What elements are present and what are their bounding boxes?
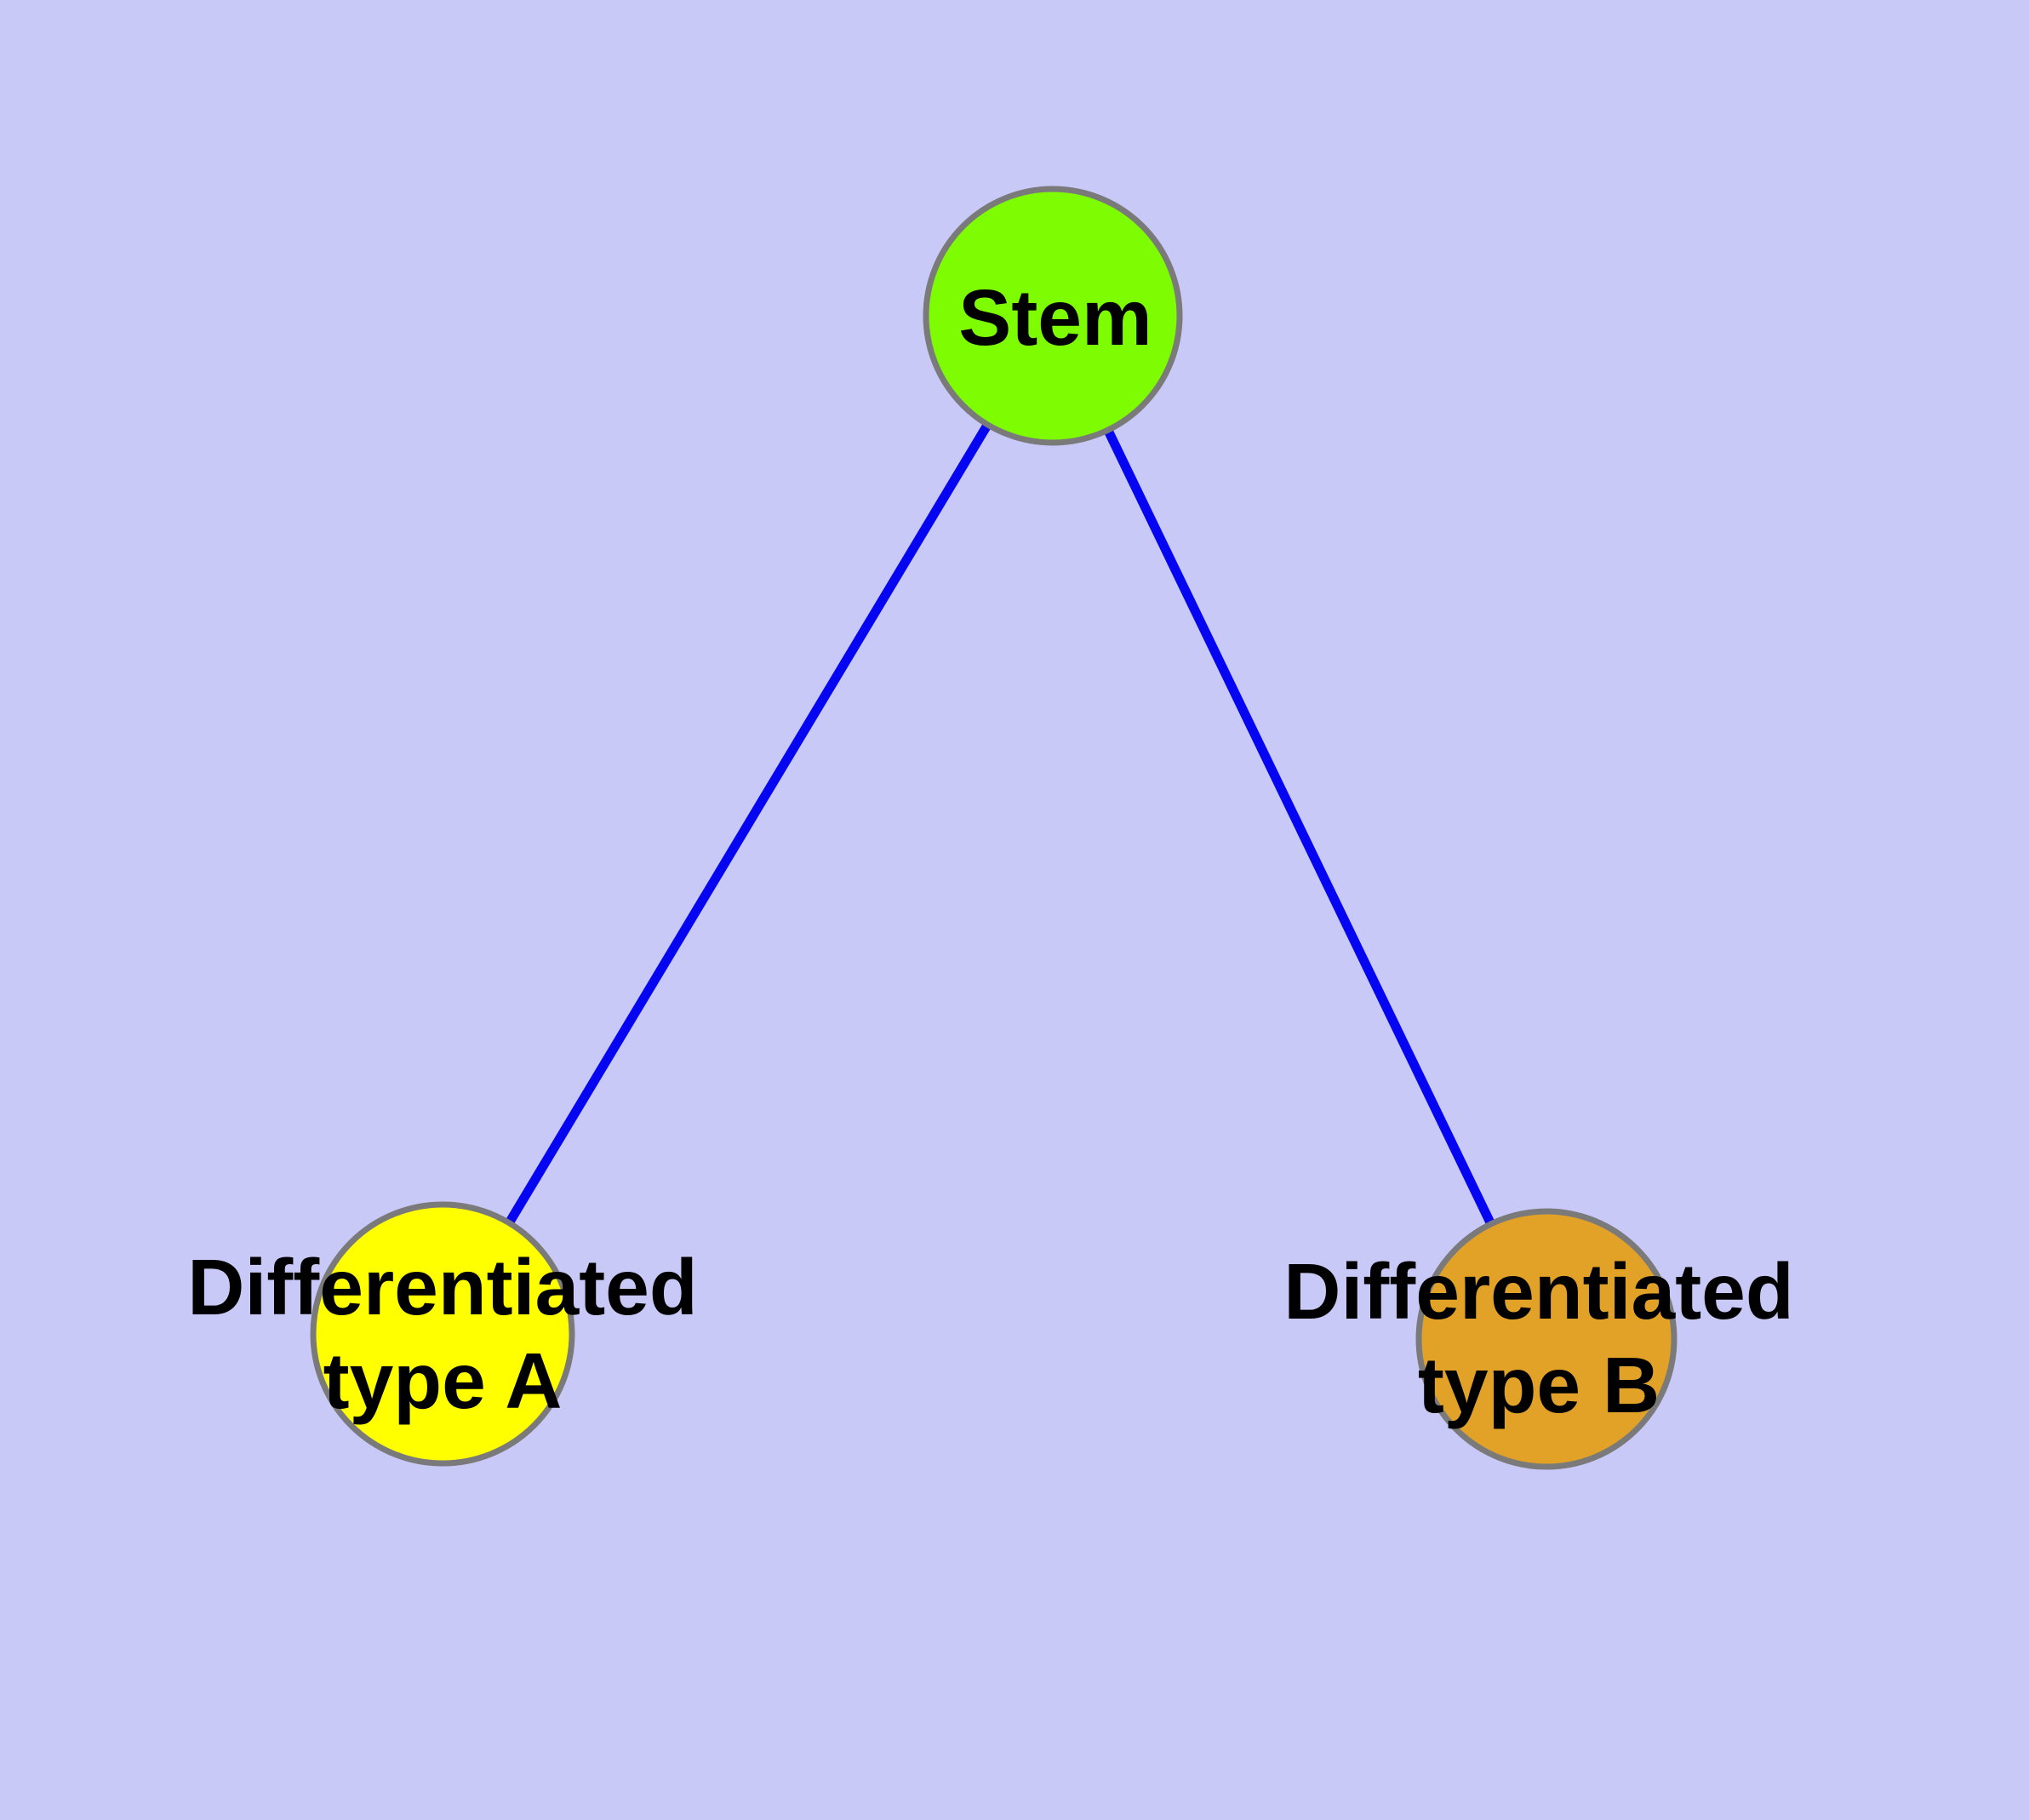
differentiated-type-b-node: [1415, 1208, 1677, 1470]
stem-node: [923, 186, 1183, 446]
edge-stem-to-type-b: [1049, 313, 1551, 1342]
differentiated-type-a-node: [310, 1201, 575, 1467]
differentiated-type-b-label: Differentiated type B: [1283, 1247, 1794, 1429]
stem-node-label: Stem: [958, 273, 1152, 362]
differentiated-type-a-label: Differentiated type A: [187, 1243, 698, 1425]
edge-stem-to-type-a: [438, 313, 1057, 1336]
